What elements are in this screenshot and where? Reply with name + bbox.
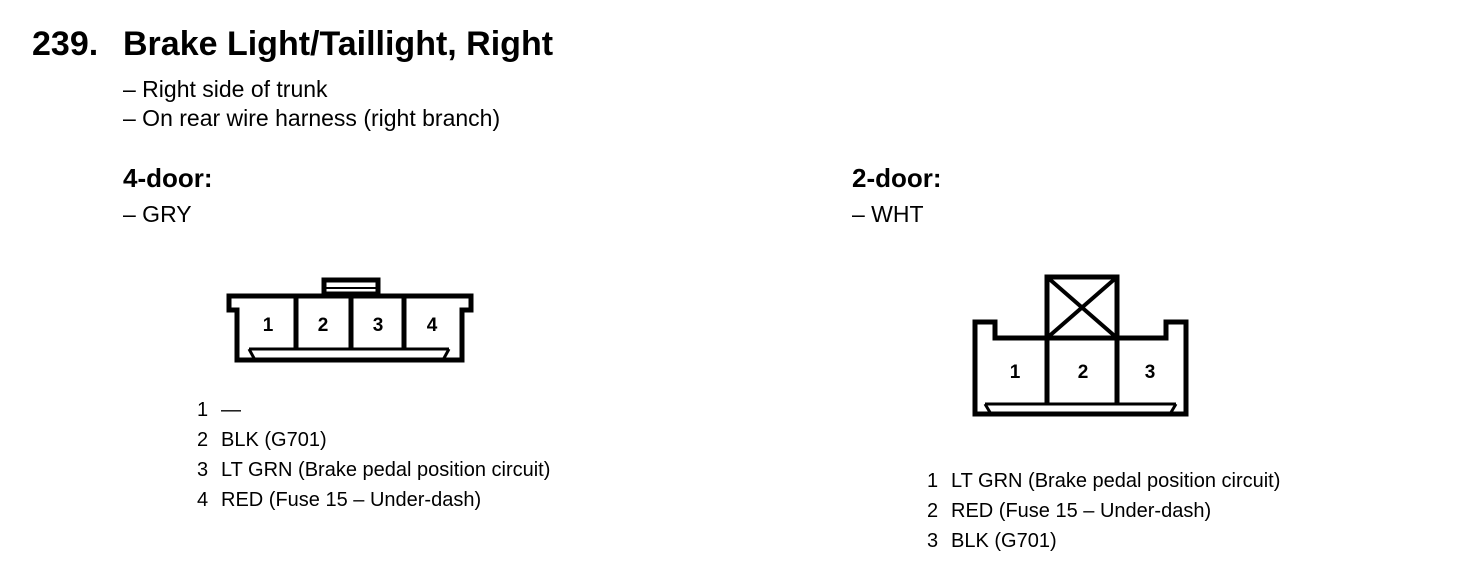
- pin-row: 3 LT GRN (Brake pedal position circuit): [197, 455, 550, 485]
- pin-description: BLK (G701): [951, 530, 1057, 552]
- four-door-color: – GRY: [123, 201, 192, 227]
- pin-row: 1—: [197, 395, 550, 425]
- pin-row: 4 RED (Fuse 15 – Under-dash): [197, 485, 550, 515]
- pin-description: RED (Fuse 15 – Under-dash): [951, 500, 1212, 522]
- location-note-1: – Right side of trunk: [123, 76, 328, 102]
- pin-description: LT GRN (Brake pedal position circuit): [221, 459, 551, 481]
- two-door-terminal-label: 2: [1078, 362, 1089, 383]
- pin-number: 1: [197, 399, 209, 421]
- section-number: 239.: [32, 25, 99, 63]
- two-door-terminal-label: 1: [1010, 362, 1021, 383]
- two-door-blocked-cavity: [1044, 274, 1120, 341]
- pin-row: 2 RED (Fuse 15 – Under-dash): [927, 496, 1280, 526]
- two-door-heading: 2-door:: [852, 163, 942, 193]
- four-door-heading: 4-door:: [123, 163, 213, 193]
- pin-number: 3: [197, 459, 209, 481]
- four-door-terminal-label: 2: [318, 315, 329, 336]
- four-door-terminal-label: 1: [263, 315, 274, 336]
- pin-number: 3: [927, 530, 939, 552]
- pin-number: 2: [927, 500, 939, 522]
- four-door-connector-housing: [226, 293, 474, 363]
- two-door-terminal-label: 3: [1145, 362, 1156, 383]
- pin-row: 1 LT GRN (Brake pedal position circuit): [927, 466, 1280, 496]
- page-title: Brake Light/Taillight, Right: [123, 25, 554, 63]
- pin-description: BLK (G701): [221, 429, 327, 451]
- pin-description: LT GRN (Brake pedal position circuit): [951, 470, 1281, 492]
- pin-number: 2: [197, 429, 209, 451]
- pin-number: 4: [197, 489, 209, 511]
- two-door-color: – WHT: [852, 201, 924, 227]
- pin-row: 3 BLK (G701): [927, 526, 1280, 556]
- two-door-connector-housing: [972, 319, 1189, 417]
- four-door-terminal-label: 4: [427, 315, 438, 336]
- pin-description: RED (Fuse 15 – Under-dash): [221, 489, 482, 511]
- location-note-2: – On rear wire harness (right branch): [123, 105, 501, 131]
- four-door-terminal-label: 3: [373, 315, 384, 336]
- pin-row: 2 BLK (G701): [197, 425, 550, 455]
- pin-description: —: [221, 399, 241, 421]
- two-door-pin-list: 1 LT GRN (Brake pedal position circuit) 2…: [927, 466, 1280, 556]
- pin-number: 1: [927, 470, 939, 492]
